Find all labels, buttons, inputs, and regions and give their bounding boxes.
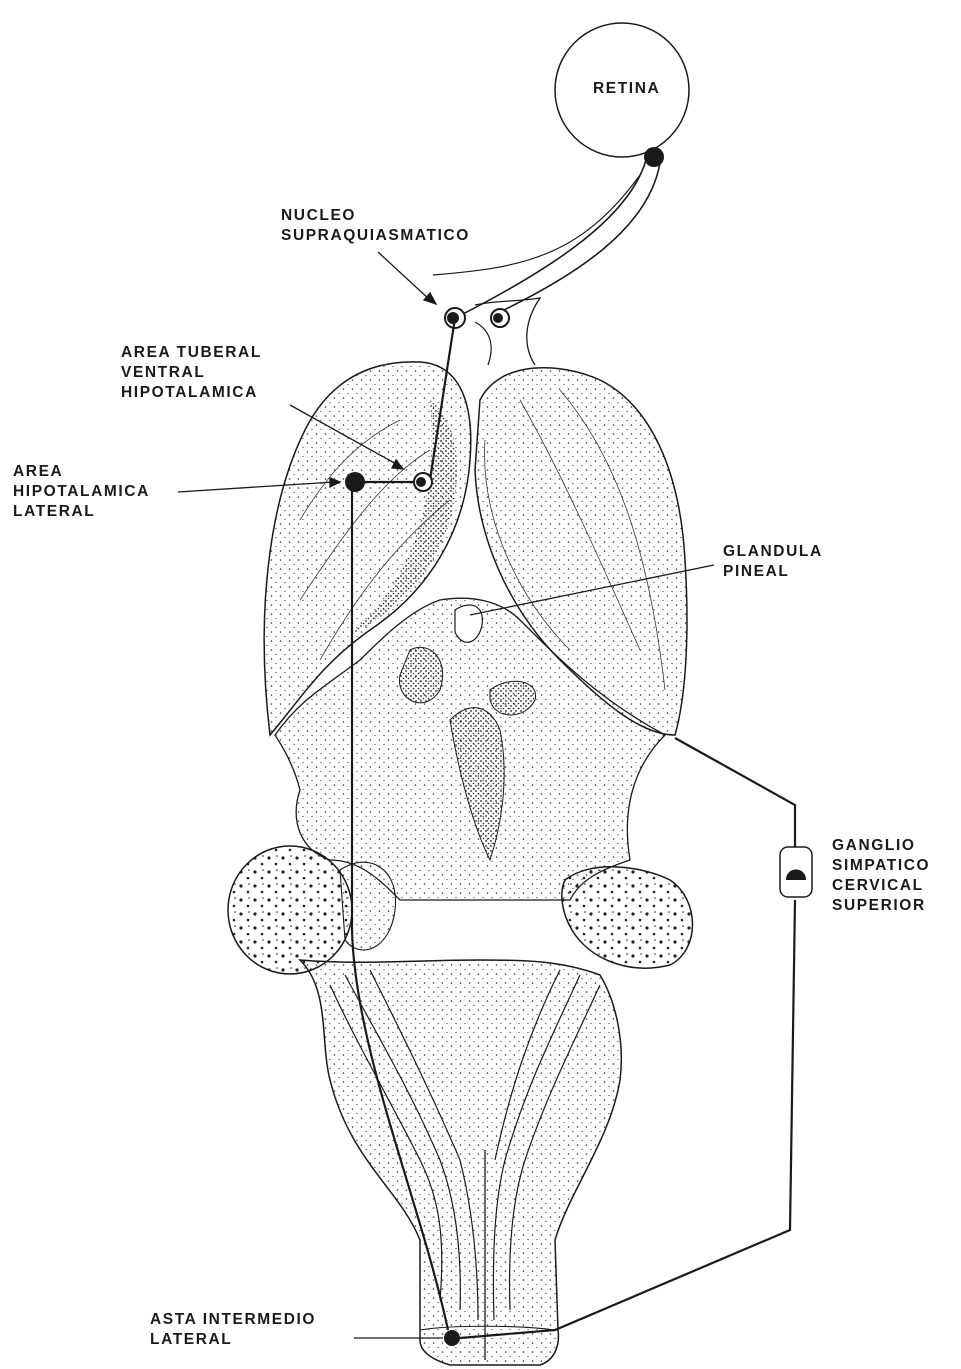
label-line: AREA <box>13 462 150 482</box>
brainstem <box>300 960 621 1365</box>
label-line: SUPRAQUIASMATICO <box>281 226 470 246</box>
right-lateral-lobe <box>562 867 693 968</box>
lateral-hypothalamic-nucleus <box>345 472 365 492</box>
label-nucleo-supraquiasmatico: NUCLEO SUPRAQUIASMATICO <box>281 206 470 246</box>
superior-cervical-ganglion <box>780 847 812 897</box>
label-line: HIPOTALAMICA <box>121 383 262 403</box>
optic-chiasm <box>445 298 540 365</box>
retina-cell-dot <box>644 147 664 167</box>
intermediolateral-horn-cell <box>444 1330 460 1346</box>
left-lateral-lobe <box>228 846 396 974</box>
label-line: SIMPATICO <box>832 856 930 876</box>
label-line: CERVICAL <box>832 876 930 896</box>
label-line: LATERAL <box>13 502 150 522</box>
label-glandula-pineal: GLANDULA PINEAL <box>723 542 823 582</box>
label-line: PINEAL <box>723 562 823 582</box>
label-line: HIPOTALAMICA <box>13 482 150 502</box>
label-retina: RETINA <box>593 79 660 99</box>
label-line: LATERAL <box>150 1330 316 1350</box>
label-line: SUPERIOR <box>832 896 930 916</box>
label-line: GLANDULA <box>723 542 823 562</box>
label-area-tuberal: AREA TUBERAL VENTRAL HIPOTALAMICA <box>121 343 262 403</box>
label-line: AREA TUBERAL <box>121 343 262 363</box>
label-line: VENTRAL <box>121 363 262 383</box>
label-asta-intermedio: ASTA INTERMEDIO LATERAL <box>150 1310 316 1350</box>
label-line: ASTA INTERMEDIO <box>150 1310 316 1330</box>
retina-eye <box>433 23 689 318</box>
label-line: GANGLIO <box>832 836 930 856</box>
optic-nerve <box>455 160 646 318</box>
label-retina-text: RETINA <box>593 79 660 99</box>
label-area-hipotalamica-lateral: AREA HIPOTALAMICA LATERAL <box>13 462 150 522</box>
label-line: NUCLEO <box>281 206 470 226</box>
label-ganglio-simpatico: GANGLIO SIMPATICO CERVICAL SUPERIOR <box>832 836 930 916</box>
